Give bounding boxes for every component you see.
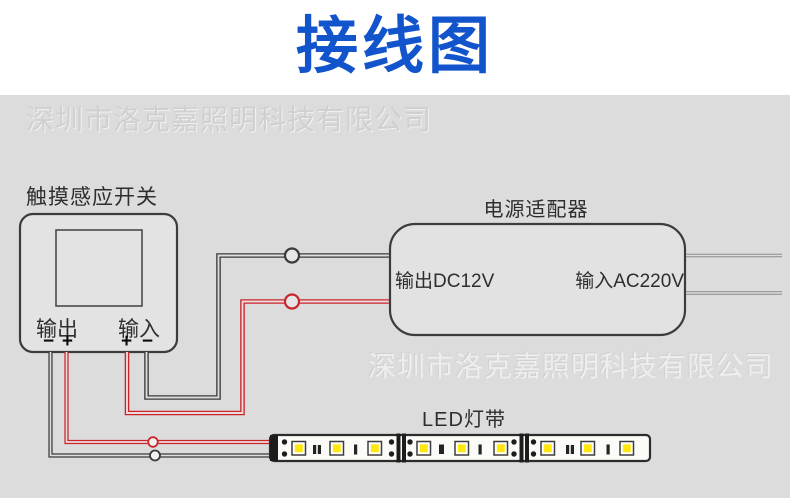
black-wire-connector-icon (283, 247, 301, 264)
adapter-ac-input-text: 输入AC220V (575, 271, 684, 292)
input-minus-sign: − (141, 331, 153, 352)
input-polarity-signs: + − (121, 331, 153, 353)
title-band: 接线图 (0, 0, 790, 95)
adapter-dc-output-text: 输出DC12V (395, 271, 495, 292)
power-adapter-box (388, 222, 687, 337)
led-chip (493, 440, 509, 456)
strip-resistors (313, 444, 610, 455)
switch-input-label: 输入 (118, 318, 160, 341)
led-chip (580, 440, 596, 456)
resistor (439, 444, 444, 454)
led-chip (540, 440, 556, 456)
resistor (478, 444, 482, 455)
touch-switch-box (18, 212, 179, 354)
led-chip (329, 440, 345, 456)
watermark-top: 深圳市洛克嘉照明科技有限公司 (26, 104, 433, 135)
led-strip (268, 433, 652, 463)
led-chip (454, 440, 470, 456)
led-chip (291, 440, 307, 456)
output-black-wire (48, 352, 273, 458)
output-plus-sign: + (61, 331, 73, 352)
strip-end-cap (270, 435, 278, 461)
page-title: 接线图 (295, 11, 494, 81)
strip-connector-1 (396, 433, 406, 463)
output-polarity-signs: − + (43, 331, 73, 353)
led-strip-label: LED灯带 (422, 409, 506, 431)
led-chip (619, 440, 635, 456)
resistor (606, 444, 610, 455)
power-adapter-label: 电源适配器 (483, 199, 589, 221)
resistor (317, 445, 321, 454)
led-chip (367, 440, 383, 456)
led-chip (416, 440, 432, 456)
resistor (354, 444, 358, 455)
black-wire-connector-small-icon (149, 449, 161, 462)
input-plus-sign: + (121, 331, 133, 352)
red-wire-connector-small-icon (147, 436, 159, 448)
strip-connector-2 (519, 433, 529, 463)
switch-output-label: 输出 (36, 318, 78, 341)
resistor (570, 445, 574, 454)
output-red-wire (64, 352, 273, 445)
touch-switch-label: 触摸感应开关 (26, 186, 158, 209)
resistor (566, 445, 570, 454)
dc-black-wire (144, 253, 389, 400)
watermark-middle: 深圳市洛克嘉照明科技有限公司 (368, 351, 775, 382)
resistor (313, 445, 317, 454)
output-minus-sign: − (43, 331, 55, 352)
touch-panel-window (55, 229, 143, 307)
solder-dots (281, 439, 537, 457)
red-wire-connector-icon (283, 293, 301, 310)
led-chips (291, 440, 635, 456)
